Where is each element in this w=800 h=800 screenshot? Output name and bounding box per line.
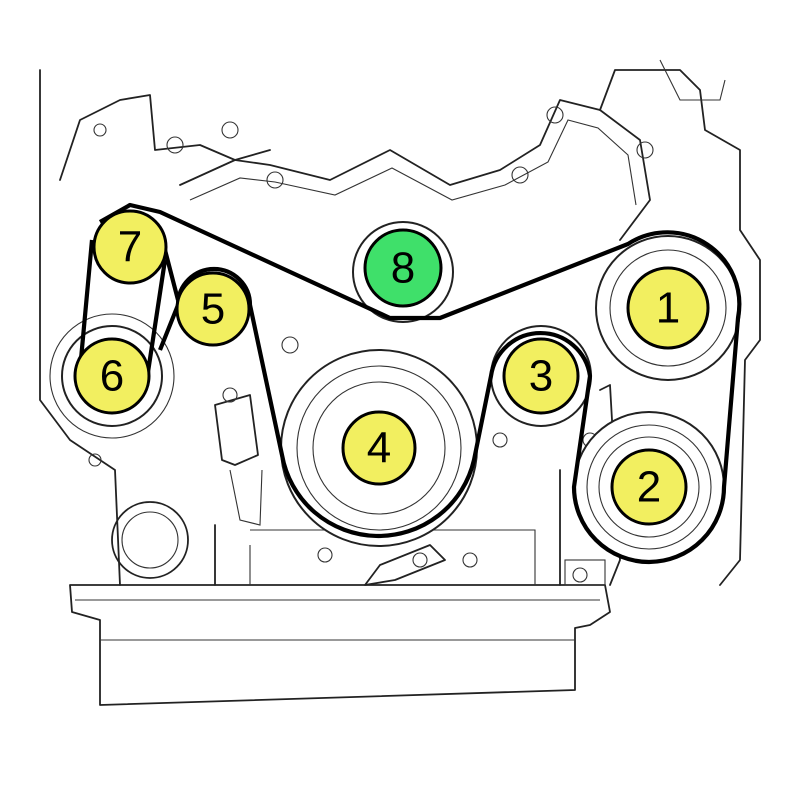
pulley-8: 8 — [363, 228, 443, 308]
pulley-6-label: 6 — [100, 352, 124, 401]
pulley-7-highlight — [92, 209, 168, 285]
pulley-2: 2 — [610, 448, 688, 526]
pulley-6-highlight — [73, 337, 151, 415]
pulley-2-highlight — [610, 448, 688, 526]
pulley-7-label: 7 — [118, 223, 142, 272]
pulley-markers: 1 2 3 4 5 6 7 8 — [73, 209, 710, 526]
pulley-1-label: 1 — [656, 284, 680, 333]
pulley-5-highlight — [175, 271, 251, 347]
pulley-2-label: 2 — [637, 463, 661, 512]
pulley-8-highlight — [363, 228, 443, 308]
pulley-1-highlight — [626, 266, 710, 350]
pulley-7: 7 — [92, 209, 168, 285]
pulley-5-label: 5 — [201, 285, 225, 334]
pulley-4-label: 4 — [367, 424, 391, 473]
pulley-3: 3 — [502, 337, 580, 415]
pulley-8-label: 8 — [391, 244, 415, 293]
pulley-3-label: 3 — [529, 352, 553, 401]
pulley-6: 6 — [73, 337, 151, 415]
pulley-1: 1 — [626, 266, 710, 350]
pulley-4-highlight — [341, 410, 417, 486]
pulley-4: 4 — [341, 410, 417, 486]
pulley-5: 5 — [175, 271, 251, 347]
pulley-3-highlight — [502, 337, 580, 415]
main-belt — [98, 202, 742, 565]
